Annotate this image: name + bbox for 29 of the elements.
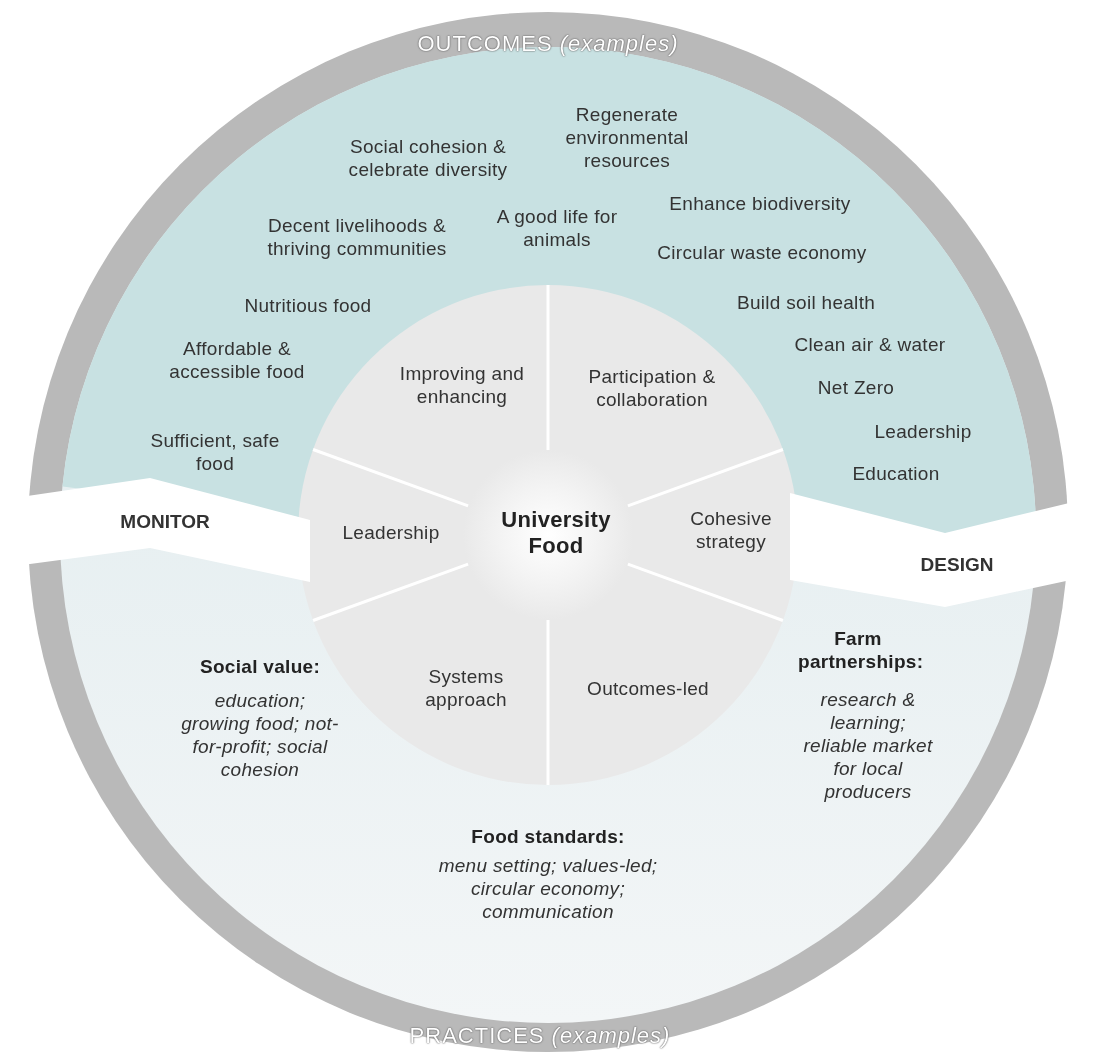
sector-label: Improving and enhancing [398, 362, 526, 408]
outcome-label: Social cohesion & celebrate diversity [347, 135, 509, 181]
sector-label: Participation & collaboration [587, 365, 717, 411]
outcome-label: Build soil health [735, 290, 877, 314]
outcome-label: Enhance biodiversity [668, 191, 852, 215]
sector-label: Outcomes-led [586, 676, 710, 700]
practice-description: research & learning; reliable market for local producers [802, 687, 934, 803]
practice-heading: Social value: [198, 654, 322, 678]
outcome-label: Net Zero [816, 375, 896, 399]
practice-heading: Food standards: [470, 824, 626, 848]
band-label: MONITOR [120, 511, 210, 533]
outcome-label: Regenerate environmental resources [564, 102, 690, 172]
outcome-label: A good life for animals [495, 205, 619, 251]
outcome-label: Decent livelihoods & thriving communities [266, 214, 448, 260]
outcome-label: Sufficient, safe food [149, 429, 281, 475]
outcome-label: Leadership [873, 419, 973, 443]
band-label: DESIGN [920, 554, 994, 576]
center-title: University Food [500, 507, 612, 559]
sector-label: Leadership [341, 520, 441, 544]
outcome-label: Nutritious food [243, 293, 373, 317]
practice-description: education; growing food; not-for-profit; social cohesion [180, 689, 340, 781]
outcome-label: Circular waste economy [656, 240, 868, 264]
practice-description: menu setting; values-led; circular economy; communication [437, 853, 659, 923]
outcome-label: Education [851, 461, 941, 485]
outcome-label: Clean air & water [793, 332, 947, 356]
sector-label: Systems approach [424, 665, 508, 711]
outcome-label: Affordable & accessible food [168, 337, 306, 383]
ring-title: OUTCOMES (examples) [417, 32, 679, 56]
sector-label: Cohesive strategy [689, 507, 773, 553]
